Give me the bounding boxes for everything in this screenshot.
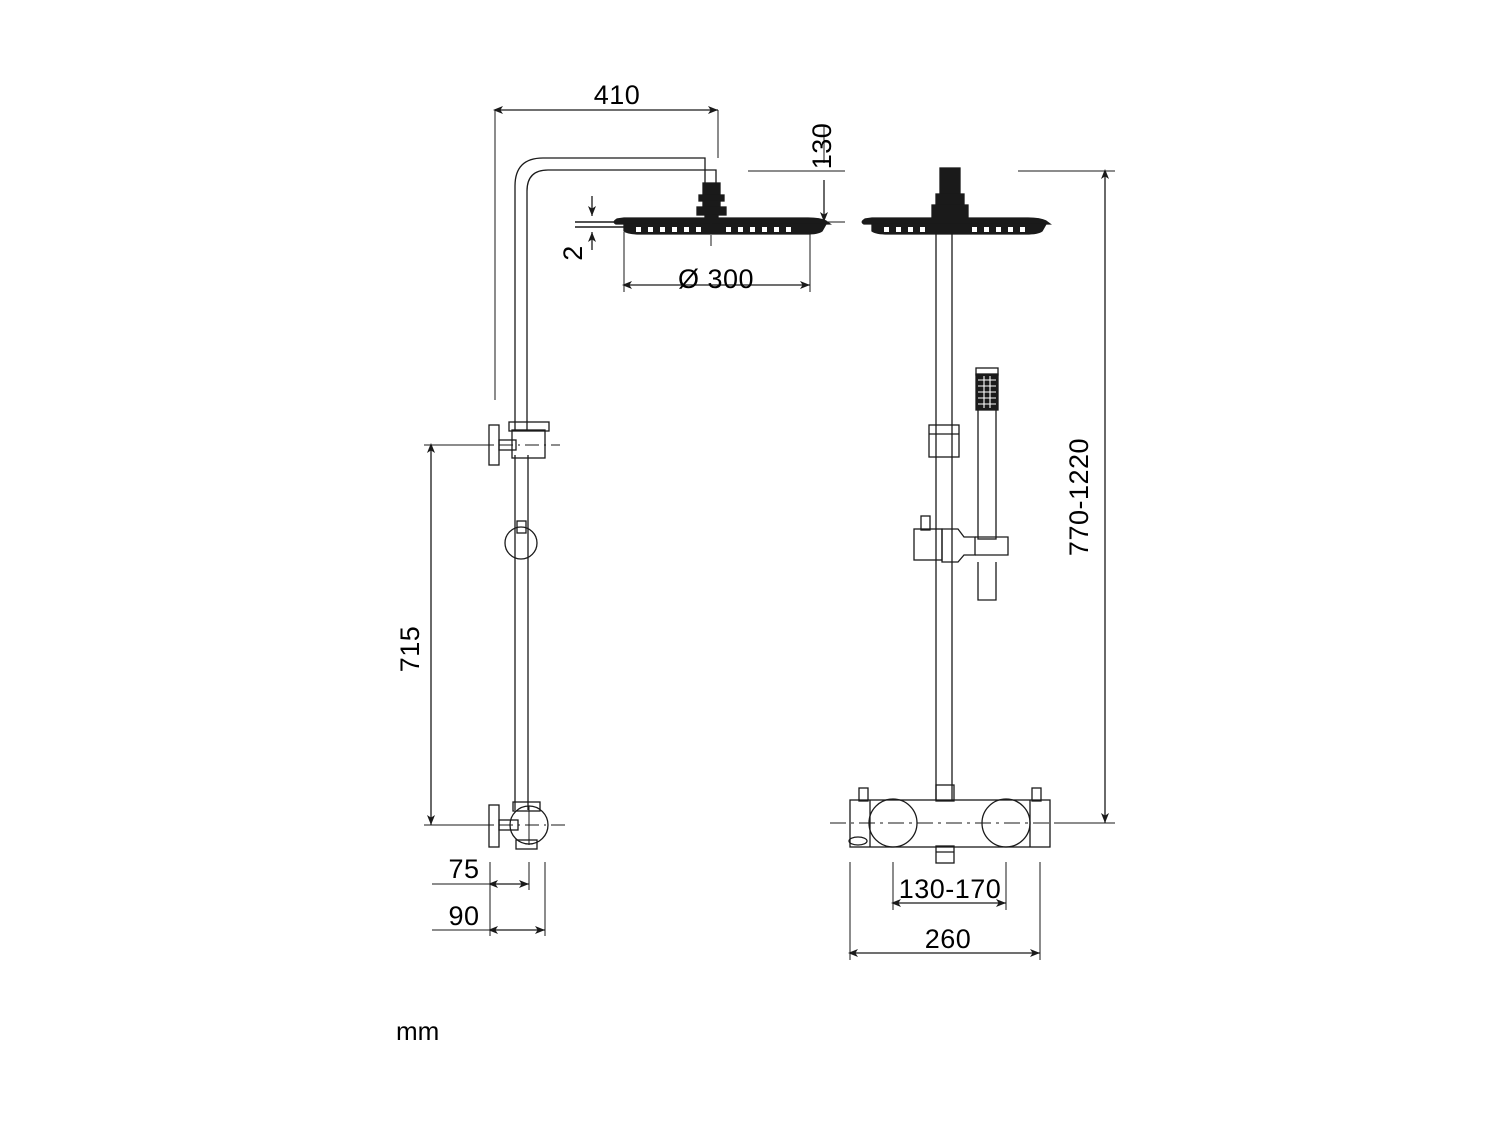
front-view-geometry [830,167,1075,864]
dimension-label-rail-length: 715 [395,626,425,673]
dimension-label-head-drop: 130 [807,123,837,170]
front-inlet-stem [931,167,969,218]
slider-holder-block [928,424,960,458]
front-overhead-shower-head [861,217,1052,235]
dimension-label-head-diameter: Ø 300 [678,264,754,294]
dimension-label-overall-height: 770-1220 [1064,438,1094,556]
overhead-shower-head [613,214,832,246]
side-view-geometry [473,157,832,850]
dimension-label-valve-width: 260 [925,924,972,954]
upper-wall-bracket [473,421,560,466]
diverter-knob [504,520,538,560]
dimension-label-bracket-offset: 75 [448,854,479,884]
thermostatic-valve [830,784,1075,864]
dimension-labels: 410 2 Ø 300 130 715 75 90 770-1220 130-1… [395,80,1094,1046]
shower-arm [514,157,717,431]
riser-rail [514,455,529,810]
overhead-shower-connector [696,182,727,221]
front-riser-rail [935,234,953,800]
dimension-label-wall-projection: 90 [448,901,479,931]
hand-shower [975,367,999,540]
side-view-dimensions [424,106,811,936]
dimension-label-inlet-centres: 130-170 [899,874,1002,904]
dimension-label-arm-reach: 410 [594,80,641,110]
handset-holder-bracket [913,515,1009,601]
unit-label: mm [396,1016,439,1046]
dimension-label-head-thickness: 2 [558,245,588,261]
front-view-dimensions [748,127,1115,960]
lower-wall-bracket [473,801,566,850]
